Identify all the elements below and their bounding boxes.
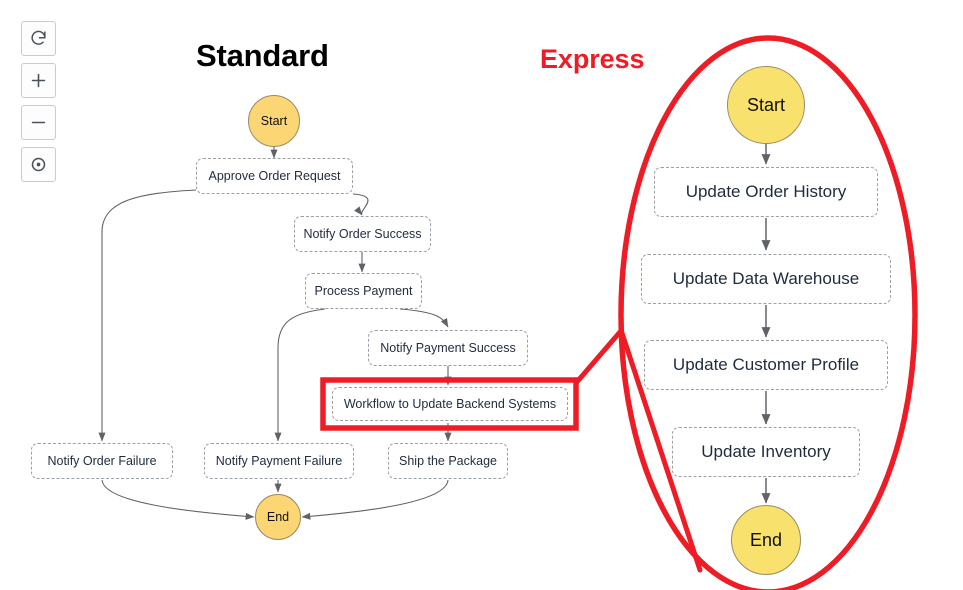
node-ship-the-package[interactable]: Ship the Package <box>388 443 508 479</box>
node-process-payment[interactable]: Process Payment <box>305 273 422 309</box>
callout-ellipse <box>618 35 918 590</box>
minus-icon <box>29 113 48 132</box>
node-notify-payment-success[interactable]: Notify Payment Success <box>368 330 528 366</box>
node-update-order-history[interactable]: Update Order History <box>654 167 878 217</box>
standard-title: Standard <box>196 38 329 73</box>
callout-leader-top <box>573 329 623 386</box>
callout-leader-bottom <box>618 327 703 573</box>
node-standard-end[interactable]: End <box>255 494 301 540</box>
node-express-start[interactable]: Start <box>727 66 805 144</box>
refresh-icon <box>29 29 48 48</box>
callout-highlight <box>320 35 918 590</box>
node-update-customer-profile[interactable]: Update Customer Profile <box>644 340 888 390</box>
fit-to-screen-button[interactable] <box>21 147 56 182</box>
node-notify-order-success[interactable]: Notify Order Success <box>294 216 431 252</box>
node-workflow-to-update-backend-systems[interactable]: Workflow to Update Backend Systems <box>332 387 568 421</box>
node-update-data-warehouse[interactable]: Update Data Warehouse <box>641 254 891 304</box>
node-approve-order-request[interactable]: Approve Order Request <box>196 158 353 194</box>
reset-view-button[interactable] <box>21 21 56 56</box>
diagram-toolbar <box>21 21 56 182</box>
target-icon <box>29 155 48 174</box>
zoom-out-button[interactable] <box>21 105 56 140</box>
zoom-in-button[interactable] <box>21 63 56 98</box>
highlight-rectangle <box>320 377 579 431</box>
node-standard-start[interactable]: Start <box>248 95 300 147</box>
express-title: Express <box>540 44 645 74</box>
node-notify-payment-failure[interactable]: Notify Payment Failure <box>204 443 354 479</box>
plus-icon <box>29 71 48 90</box>
node-notify-order-failure[interactable]: Notify Order Failure <box>31 443 173 479</box>
node-express-end[interactable]: End <box>731 505 801 575</box>
node-update-inventory[interactable]: Update Inventory <box>672 427 860 477</box>
